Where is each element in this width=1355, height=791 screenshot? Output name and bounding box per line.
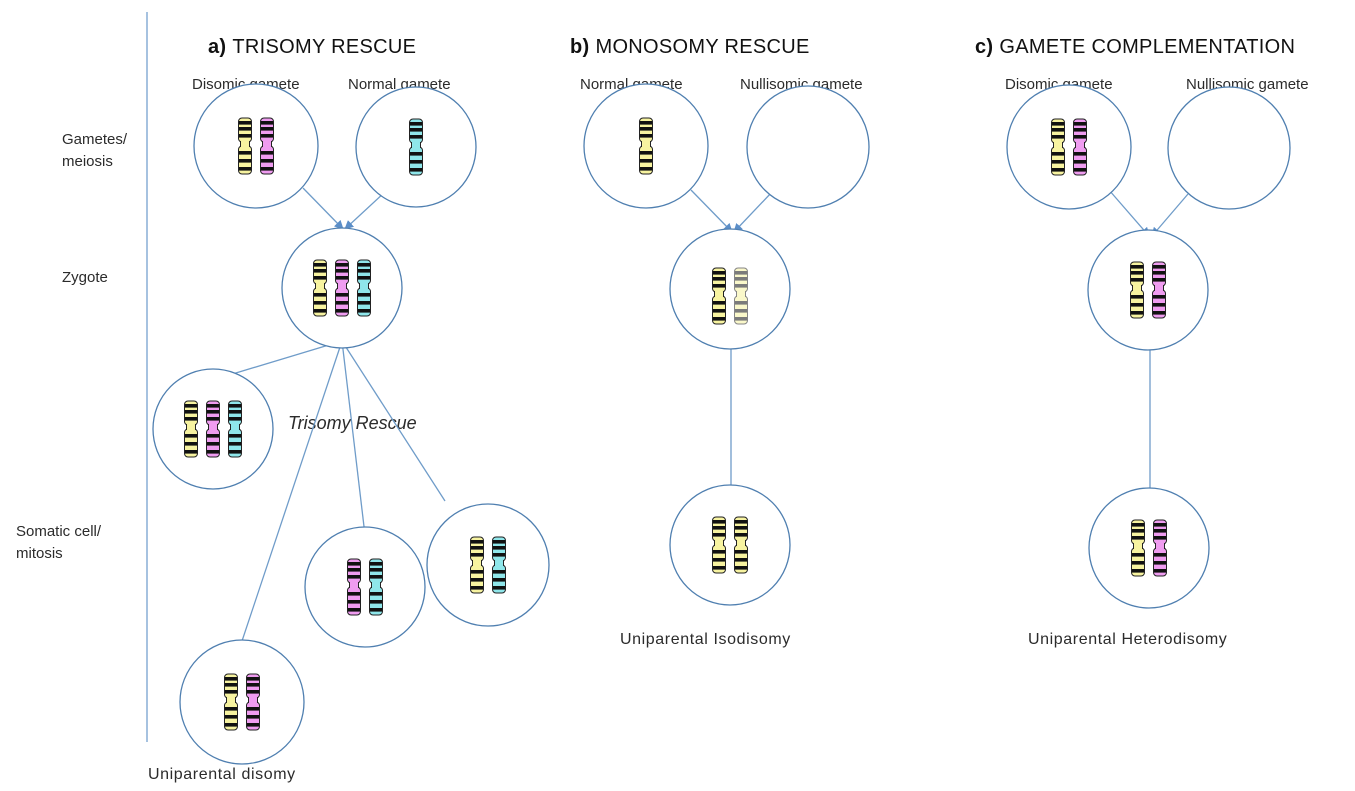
panel-b-arrow-left [690,189,733,233]
duplication-arrow [713,247,759,270]
panel-a-somatic-trisomic [152,368,274,490]
panel-b-connectors [690,189,773,490]
chromosome-magenta [246,673,260,731]
panel-b-gamete-normal-membrane [583,83,709,209]
side-label-zygote: Zygote [62,269,108,286]
panel-a-somatic-mc [304,526,426,648]
panel-b-letter: b) [570,36,590,58]
panel-c-title: c)GAMETE COMPLEMENTATION [975,36,1295,59]
panel-a-result-cell-membrane [179,639,305,765]
panel-a-zygote-membrane [281,227,403,349]
panel-c-result-cell-membrane [1088,487,1210,609]
panel-c-gamete-nullisomic [1167,86,1291,210]
panel-c-connectors [1108,189,1189,493]
panel-a-result-cell [179,639,305,765]
chromosome-cyan [409,118,423,176]
chromosome-magenta [1153,519,1167,577]
chromosome-yellow [1131,519,1145,577]
chromosome-magenta [335,259,349,317]
chromosome-yellow [224,673,238,731]
chromosome-yellow [313,259,327,317]
panel-b-result-label: Uniparental Isodisomy [620,631,791,648]
panel-b-gamete-normal [583,83,709,209]
chromosome-magenta [347,558,361,616]
panel-a-process-label: Trisomy Rescue [288,413,417,433]
chromosome-yellow [184,400,198,458]
panel-a-somatic-yc [426,503,550,627]
panel-a-somatic-mc-membrane [304,526,426,648]
panel-a-branch-3 [341,340,366,536]
panel-a-arrow-right [344,191,386,230]
panel-b-gamete-left-label: Normal gamete [580,76,683,93]
panel-a-gamete-disomic [193,83,319,209]
chromosome-magenta [1152,261,1166,319]
panel-a-title: a)TRISOMY RESCUE [208,36,416,59]
panel-b-title-text: MONOSOMY RESCUE [595,36,810,58]
panel-a-arrow-left [302,187,344,230]
panel-a-gamete-right-label: Normal gamete [348,76,451,93]
panel-b-zygote-membrane [669,228,791,350]
chromosome-magenta [260,117,274,175]
chromosome-yellow [712,267,726,325]
panel-c-arrow-right [1151,193,1189,237]
chromosome-yellow [470,536,484,594]
panel-c-gamete-disomic [1006,84,1132,210]
panel-c-result-cell [1088,487,1210,609]
panel-c-arrow-left [1108,189,1150,237]
panel-a-gamete-disomic-membrane [193,83,319,209]
panel-a-letter: a) [208,36,227,58]
panel-a-title-text: TRISOMY RESCUE [232,36,417,58]
chromosome-yellow [734,267,748,325]
panel-a-gamete-normal [355,86,477,208]
panel-b-zygote [669,228,791,350]
panel-a-branch-1 [215,340,343,380]
chromosome-cyan [357,259,371,317]
panel-c-zygote-membrane [1087,229,1209,351]
panel-c-gamete-nullisomic-membrane [1167,86,1291,210]
panel-b-gamete-nullisomic [746,85,870,209]
chromosome-yellow [712,516,726,574]
panel-a-result-label: Uniparental disomy [148,766,296,783]
panel-c-zygote [1087,229,1209,351]
panel-a-somatic-yc-membrane [426,503,550,627]
panel-c-letter: c) [975,36,994,58]
panel-b-title: b)MONOSOMY RESCUE [570,36,810,59]
panel-a-gamete-normal-membrane [355,86,477,208]
panel-a-branch-2 [240,340,343,645]
chromosome-cyan [369,558,383,616]
panel-a-zygote [281,227,403,349]
panel-b-arrow-right [733,191,773,233]
chromosome-cyan [492,536,506,594]
panel-c-gamete-left-label: Disomic gamete [1005,76,1113,93]
panel-b-gamete-right-label: Nullisomic gamete [740,76,863,93]
chromosome-cyan [228,400,242,458]
panel-b-result-cell-membrane [669,484,791,606]
panel-c-gamete-right-label: Nullisomic gamete [1186,76,1309,93]
chromosome-yellow [639,117,653,175]
panel-a-gamete-left-label: Disomic gamete [192,76,300,93]
chromosome-yellow [1130,261,1144,319]
chromosome-magenta [1073,118,1087,176]
chromosome-yellow [734,516,748,574]
side-label-gametes: Gametes/ meiosis [62,131,128,170]
panel-c-gamete-disomic-membrane [1006,84,1132,210]
panel-b-gamete-nullisomic-membrane [746,85,870,209]
panel-a-somatic-trisomic-membrane [152,368,274,490]
side-label-somatic: Somatic cell/ mitosis [16,523,102,562]
panel-b-result-cell [669,484,791,606]
chromosome-yellow [1051,118,1065,176]
chromosome-yellow [238,117,252,175]
panel-c-title-text: GAMETE COMPLEMENTATION [999,36,1296,58]
chromosome-magenta [206,400,220,458]
panel-c-result-label: Uniparental Heterodisomy [1028,631,1228,648]
